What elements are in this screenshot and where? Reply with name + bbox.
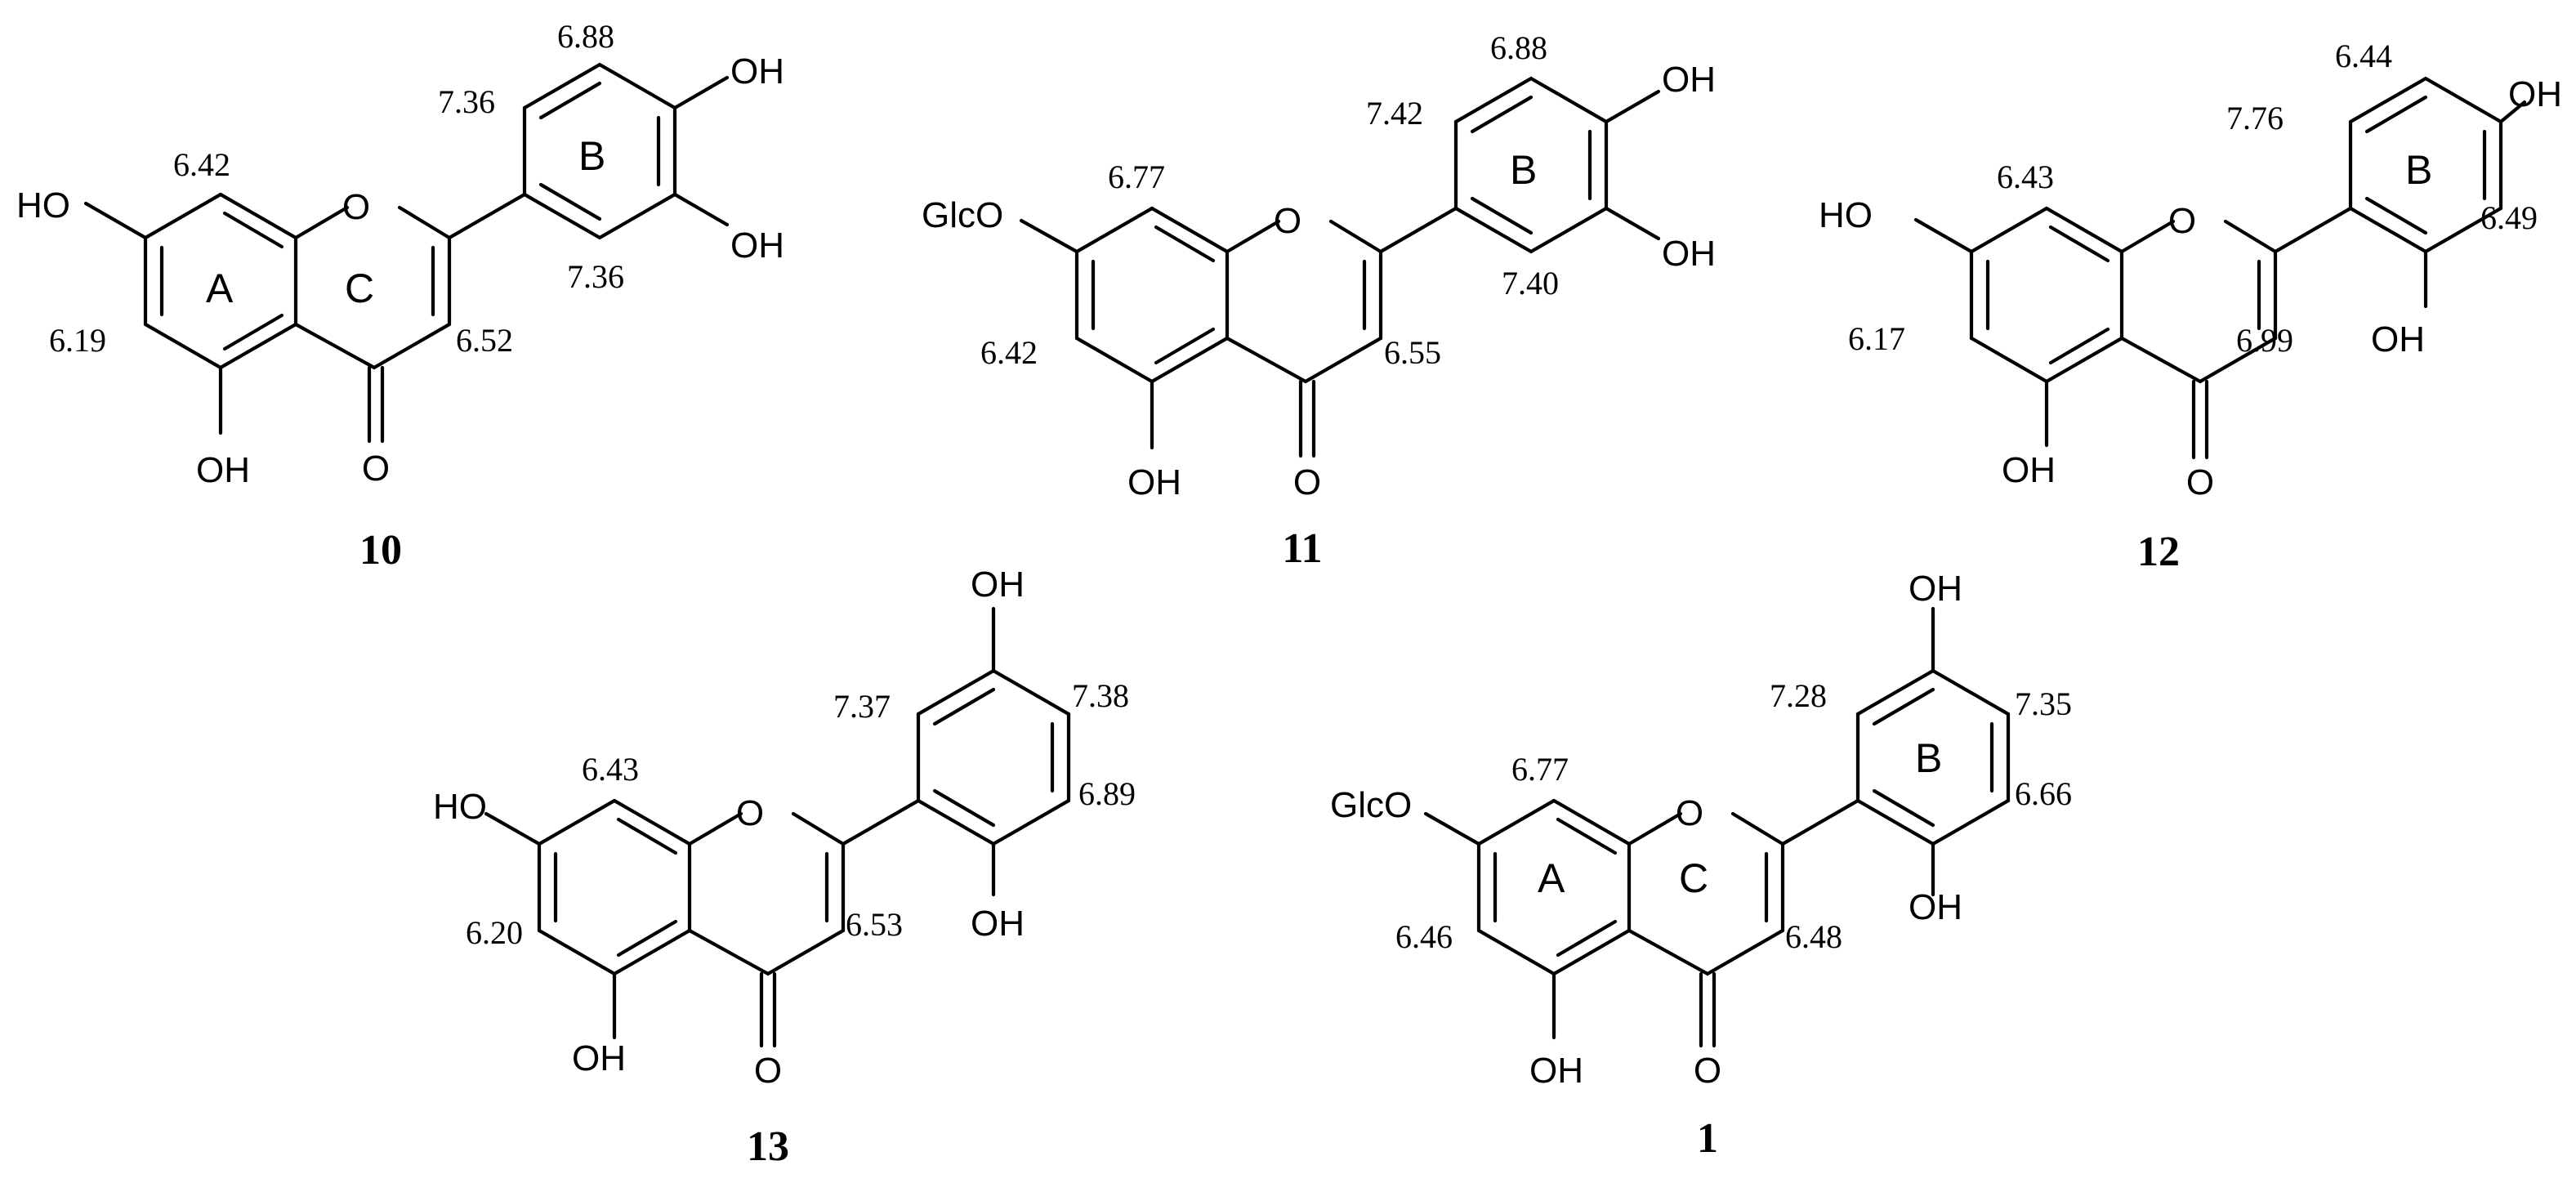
compound-1-shift-h8: 6.77	[1511, 751, 1569, 788]
compound-11-shift-h3: 6.55	[1384, 334, 1441, 371]
compound-10-shift-h6: 6.19	[49, 322, 106, 359]
compound-13-shift-h4p: 7.38	[1072, 677, 1129, 714]
compound-10-7-substituent: HO	[16, 185, 70, 225]
compound-12-shift-h3: 6.99	[2236, 322, 2293, 359]
compound-1-5p-substituent: OH	[1909, 569, 1962, 609]
compound-11-ring-b-label: B	[1510, 147, 1537, 193]
compound-1-ring-a-label: A	[1538, 855, 1565, 901]
compound-1-5-substituent: OH	[1529, 1051, 1583, 1091]
compound-1-shift-h6: 6.46	[1395, 918, 1453, 955]
compound-1-shift-h3p: 6.66	[2015, 775, 2072, 812]
compound-1-shift-h3: 6.48	[1785, 918, 1842, 955]
compound-1-id: 1	[1697, 1115, 1718, 1162]
compound-13-2p-substituent: OH	[971, 904, 1025, 944]
compound-1-shift-h6p: 7.28	[1770, 677, 1827, 714]
compound-11-shift-h2p: 7.42	[1366, 95, 1423, 132]
compound-10-bonds	[83, 62, 730, 444]
compound-11-shift-h5p: 6.88	[1490, 29, 1547, 66]
compound-10-c4-oxygen-label: O	[362, 449, 390, 489]
compound-12-bonds	[1913, 76, 2527, 460]
compound-13-7-substituent: HO	[433, 787, 487, 827]
compound-10-structure: O O HO OH OH OH A C B 6.42 6.19 6.52 7.3…	[16, 18, 784, 574]
compound-13-c4-oxygen-label: O	[754, 1051, 782, 1091]
compound-1-ring-c-label: C	[1679, 855, 1708, 901]
compound-1-ring-b-label: B	[1915, 735, 1942, 781]
compound-11-structure: O O GlcO OH OH OH B 6.77 6.42 6.55 7.42 …	[922, 29, 1716, 572]
compound-12-shift-h6p: 7.76	[2226, 100, 2284, 136]
compound-11-3p-substituent: OH	[1662, 234, 1716, 274]
compound-10-4p-substituent: OH	[730, 51, 784, 92]
compound-13-shift-h8: 6.43	[582, 751, 639, 788]
compound-13-shift-h3: 6.53	[846, 906, 903, 943]
compound-12-5-substituent: OH	[2002, 450, 2056, 490]
compound-12-shift-h5p: 6.44	[2335, 38, 2392, 74]
compound-11-shift-h6: 6.42	[980, 334, 1038, 371]
compound-1-7-substituent: GlcO	[1330, 785, 1412, 825]
compound-10-shift-h6p: 7.36	[567, 258, 624, 295]
compound-1-o1-label: O	[1676, 793, 1703, 833]
compound-12-ring-b-label: B	[2405, 147, 2432, 193]
compound-11-o1-label: O	[1274, 201, 1301, 241]
compound-12-id: 12	[2137, 529, 2180, 575]
compound-12-7-substituent: HO	[1819, 195, 1873, 235]
compound-10-o1-label: O	[342, 187, 370, 227]
compound-1-shift-h4p: 7.35	[2015, 685, 2072, 722]
compound-13-id: 13	[747, 1123, 789, 1170]
compound-11-shift-h8: 6.77	[1108, 158, 1165, 195]
compound-10-shift-h2p: 7.36	[438, 83, 495, 120]
compound-13-shift-h6p: 7.37	[833, 688, 891, 725]
compound-10-ring-b-label: B	[578, 133, 605, 179]
compound-11-4p-substituent: OH	[1662, 60, 1716, 100]
compound-12-shift-h6: 6.17	[1848, 320, 1905, 357]
compound-10-ring-c-label: C	[345, 266, 374, 311]
compound-13-5-substituent: OH	[572, 1038, 626, 1078]
compound-10-shift-h3: 6.52	[456, 322, 513, 359]
compound-11-7-substituent: GlcO	[922, 195, 1003, 235]
compound-1-bonds	[1423, 606, 2011, 1048]
compound-13-5p-substituent: OH	[971, 565, 1025, 605]
compound-1-c4-oxygen-label: O	[1694, 1051, 1721, 1091]
compound-12-shift-h8: 6.43	[1997, 158, 2054, 195]
compound-10-id: 10	[359, 527, 402, 574]
compound-11-shift-h6p: 7.40	[1502, 265, 1559, 301]
compound-10-3p-substituent: OH	[730, 225, 784, 266]
compound-12-o1-label: O	[2168, 201, 2196, 241]
compound-12-structure: O O HO OH OH OH B 6.43 6.17 6.99 7.76 6.…	[1819, 38, 2562, 575]
compound-11-c4-oxygen-label: O	[1293, 462, 1321, 502]
compound-13-structure: O O HO OH OH OH 6.43 6.20 6.53 7.37 7.38…	[433, 565, 1136, 1170]
compound-13-shift-h6: 6.20	[466, 914, 523, 951]
compound-12-4p-substituent: OH	[2508, 74, 2562, 114]
compound-1-structure: O O GlcO OH OH OH A C B 6.77 6.46 6.48 7…	[1330, 569, 2072, 1162]
compound-10-shift-h5p: 6.88	[557, 18, 614, 55]
compound-13-o1-label: O	[736, 793, 764, 833]
compound-11-5-substituent: OH	[1127, 462, 1181, 502]
compound-1-2p-substituent: OH	[1909, 887, 1962, 927]
compound-12-c4-oxygen-label: O	[2186, 462, 2214, 502]
compound-10-shift-h8: 6.42	[173, 146, 230, 183]
compound-10-ring-a-label: A	[206, 266, 234, 311]
compound-12-2p-substituent: OH	[2371, 319, 2425, 359]
compound-11-bonds	[1019, 76, 1661, 458]
compound-11-id: 11	[1282, 525, 1322, 572]
compound-12-shift-h3p: 6.49	[2480, 199, 2538, 236]
compound-10-5-substituent: OH	[196, 450, 250, 490]
compound-13-bonds	[484, 606, 1071, 1048]
compound-13-shift-h3p: 6.89	[1078, 775, 1136, 812]
